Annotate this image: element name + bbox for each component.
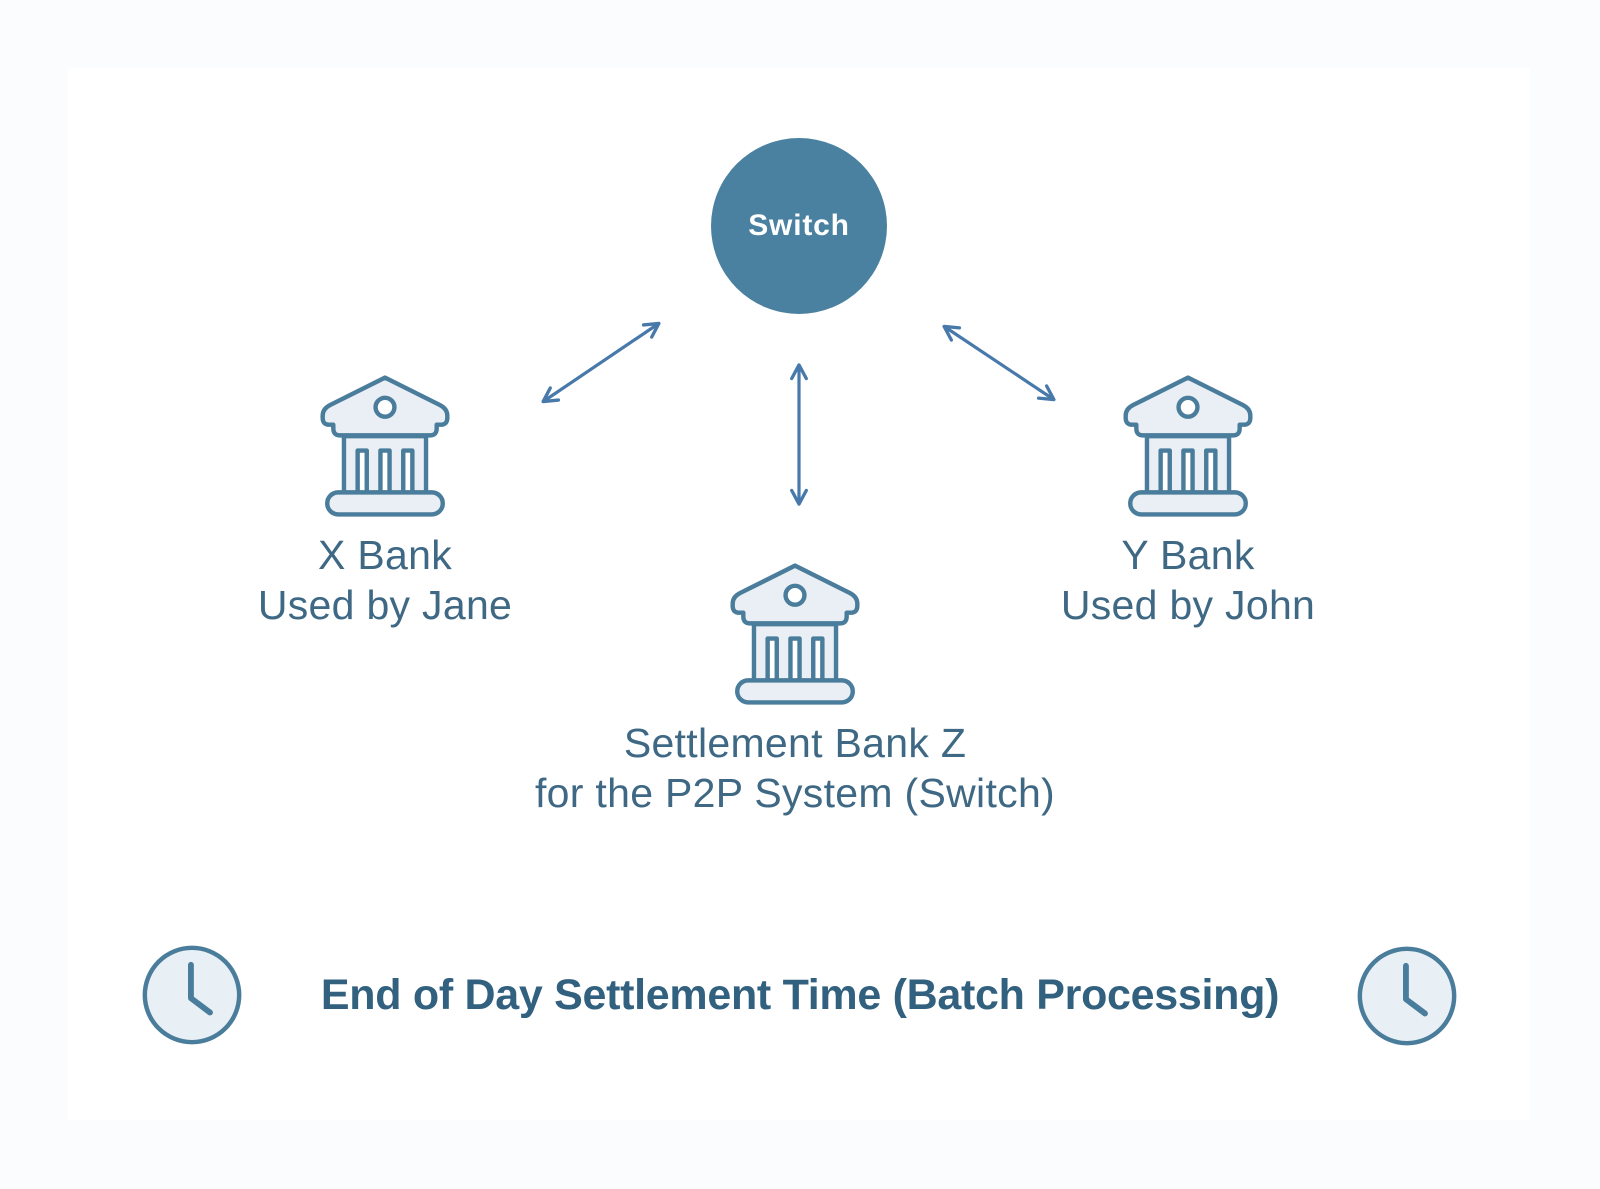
bank-base: [735, 678, 855, 705]
clock-icon: [1357, 946, 1457, 1046]
bank-group-settlement-bank: Settlement Bank Z for the P2P System (Sw…: [470, 560, 1120, 818]
bank-icon: [730, 563, 860, 705]
bank-base: [1128, 490, 1248, 517]
bank-group-x-bank: X Bank Used by Jane: [185, 372, 585, 630]
bank-pediment-circle: [783, 583, 807, 607]
bank-caption: X Bank Used by Jane: [258, 530, 512, 630]
bank-icon: [1123, 375, 1253, 517]
bank-subtitle: Used by Jane: [257, 582, 513, 628]
bank-name: Y Bank: [1121, 532, 1255, 578]
bank-base: [325, 490, 445, 517]
bank-pediment-circle: [373, 395, 397, 419]
bank-columns: [1144, 433, 1232, 496]
bank-name: X Bank: [318, 532, 452, 578]
bank-caption: Settlement Bank Z for the P2P System (Sw…: [535, 718, 1055, 818]
switch-label: Switch: [748, 209, 850, 242]
bank-subtitle: Used by John: [1060, 582, 1316, 628]
clock-icon: [142, 945, 242, 1045]
bank-columns: [751, 621, 839, 684]
bank-group-y-bank: Y Bank Used by John: [988, 372, 1388, 630]
bank-icon: [320, 375, 450, 517]
clock-hands: [188, 961, 213, 1016]
bank-name: Settlement Bank Z: [623, 720, 967, 766]
bank-pediment-circle: [1176, 395, 1200, 419]
clock-hands: [1403, 962, 1428, 1017]
footer-settlement-time-label: End of Day Settlement Time (Batch Proces…: [320, 971, 1280, 1019]
switch-node: Switch: [711, 138, 887, 314]
bank-columns: [341, 433, 429, 496]
bank-subtitle: for the P2P System (Switch): [534, 770, 1056, 816]
bank-caption: Y Bank Used by John: [1061, 530, 1315, 630]
